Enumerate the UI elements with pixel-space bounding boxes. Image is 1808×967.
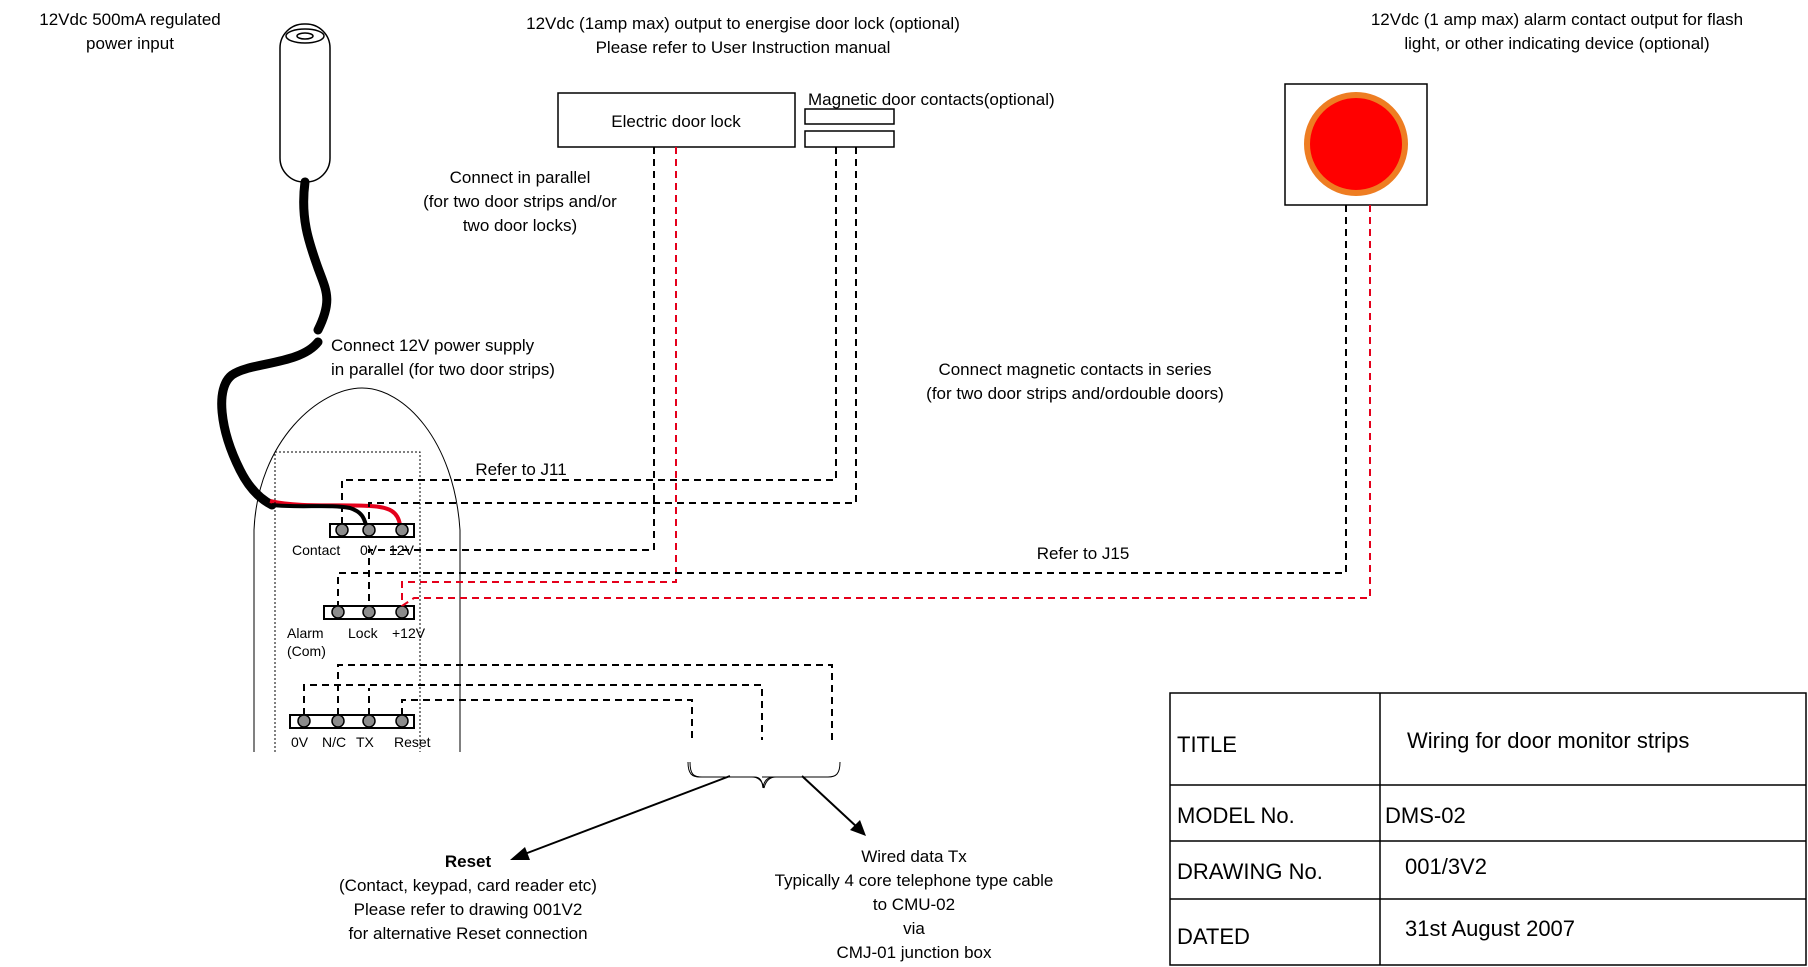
electric-door-lock-box — [557, 92, 796, 148]
reset-desc-line1: (Contact, keypad, card reader etc) — [339, 876, 597, 895]
connect-parallel-line2: (for two door strips and/or — [423, 192, 617, 211]
terminal-block-contact — [329, 523, 415, 538]
title-block-value-drawing: 001/3V2 — [1405, 854, 1487, 879]
terminal-label-12v: 12V — [389, 542, 415, 558]
magnetic-contacts-label: Magnetic door contacts(optional) — [808, 90, 1055, 109]
wired-data-line5: CMJ-01 junction box — [837, 943, 992, 962]
terminal-label-alarm: Alarm — [287, 625, 324, 641]
refer-j15-label: Refer to J15 — [1037, 544, 1130, 563]
terminal-label-com: (Com) — [287, 643, 326, 659]
wiring-dashed — [303, 147, 1371, 740]
terminal-label-data-0v: 0V — [291, 734, 309, 750]
reset-desc-line3: for alternative Reset connection — [348, 924, 587, 943]
terminal-label-reset: Reset — [394, 734, 431, 750]
terminal-block-alarm-lock — [323, 605, 415, 620]
lock-output-label-line2: Please refer to User Instruction manual — [596, 38, 891, 57]
power-input-label-line1: 12Vdc 500mA regulated — [39, 10, 220, 29]
title-block-value-title: Wiring for door monitor strips — [1407, 728, 1689, 753]
alarm-output-label-line1: 12Vdc (1 amp max) alarm contact output f… — [1371, 10, 1743, 29]
title-block-label-drawing: DRAWING No. — [1177, 859, 1323, 884]
terminal-label-nc: N/C — [322, 734, 346, 750]
reset-arrow-line — [521, 775, 731, 856]
lock-output-label-line1: 12Vdc (1amp max) output to energise door… — [526, 14, 960, 33]
reset-desc-line2: Please refer to drawing 001V2 — [354, 900, 583, 919]
power-input-label-line2: power input — [86, 34, 174, 53]
pcb-outline — [253, 387, 461, 752]
power-cable — [299, 177, 332, 335]
terminal-label-lock: Lock — [348, 625, 379, 641]
terminal-label-plus12v: +12V — [392, 625, 426, 641]
terminal-label-tx: TX — [356, 734, 375, 750]
wired-data-line4: via — [903, 919, 925, 938]
data-arrow-line — [801, 775, 859, 829]
connect-power-label-line2: in parallel (for two door strips) — [331, 360, 555, 379]
reset-title: Reset — [445, 852, 492, 871]
magnetic-contact-top — [804, 108, 895, 125]
connect-parallel-line1: Connect in parallel — [450, 168, 591, 187]
reset-brace-full — [687, 761, 764, 789]
title-block-value-model: DMS-02 — [1385, 803, 1466, 828]
electric-door-lock-label: Electric door lock — [611, 112, 741, 131]
power-cable-lower — [217, 337, 323, 510]
title-block-value-dated: 31st August 2007 — [1405, 916, 1575, 941]
connect-power-label-line1: Connect 12V power supply — [331, 336, 535, 355]
power-wire-black — [271, 503, 368, 526]
reset-arrow-head — [510, 847, 530, 860]
connect-magnetic-line1: Connect magnetic contacts in series — [938, 360, 1211, 379]
terminal-block-data — [289, 714, 415, 729]
pcb-dotted-outline — [274, 451, 421, 752]
data-brace — [762, 761, 841, 789]
terminal-label-contact: Contact — [292, 542, 340, 558]
title-block-label-model: MODEL No. — [1177, 803, 1295, 828]
reset-brace — [689, 761, 777, 789]
alarm-output-label-line2: light, or other indicating device (optio… — [1404, 34, 1709, 53]
power-plug — [279, 23, 331, 183]
wired-data-line3: to CMU-02 — [873, 895, 955, 914]
refer-j11-label: Refer to J11 — [475, 460, 566, 479]
title-block-label-dated: DATED — [1177, 924, 1250, 949]
wired-data-line1: Wired data Tx — [861, 847, 967, 866]
connect-magnetic-line2: (for two door strips and/ordouble doors) — [926, 384, 1224, 403]
indicator-lamp — [1304, 92, 1408, 196]
magnetic-contact-bottom — [804, 130, 895, 148]
wired-data-line2: Typically 4 core telephone type cable — [775, 871, 1054, 890]
title-block-label-title: TITLE — [1177, 732, 1237, 757]
data-arrow-head — [850, 820, 866, 836]
connect-parallel-line3: two door locks) — [463, 216, 577, 235]
title-block — [1169, 692, 1807, 966]
